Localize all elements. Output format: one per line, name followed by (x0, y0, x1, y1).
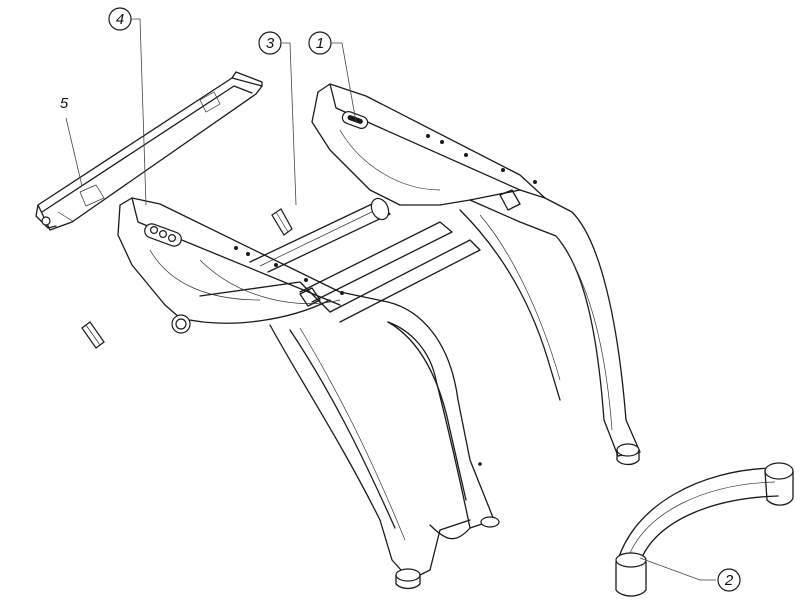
callout-1: 1 (308, 31, 332, 55)
callout-3: 3 (258, 31, 282, 55)
main-frame-front (117, 197, 500, 590)
callout-4: 4 (108, 7, 132, 31)
pin-left (81, 321, 105, 349)
cross-tubes (199, 197, 481, 323)
callout-5: 5 (60, 95, 69, 112)
main-frame-rear (311, 83, 641, 466)
part-5-strap (35, 71, 263, 231)
part-2-curved-bar (615, 462, 794, 597)
callout-4-label: 4 (116, 11, 124, 28)
leader-lines (65, 18, 716, 581)
callout-2: 2 (717, 568, 741, 592)
callout-5-label: 5 (60, 95, 69, 112)
callout-2-label: 2 (724, 572, 734, 589)
callout-3-label: 3 (266, 35, 275, 52)
pin-center (271, 208, 293, 236)
callout-1-label: 1 (316, 35, 324, 52)
